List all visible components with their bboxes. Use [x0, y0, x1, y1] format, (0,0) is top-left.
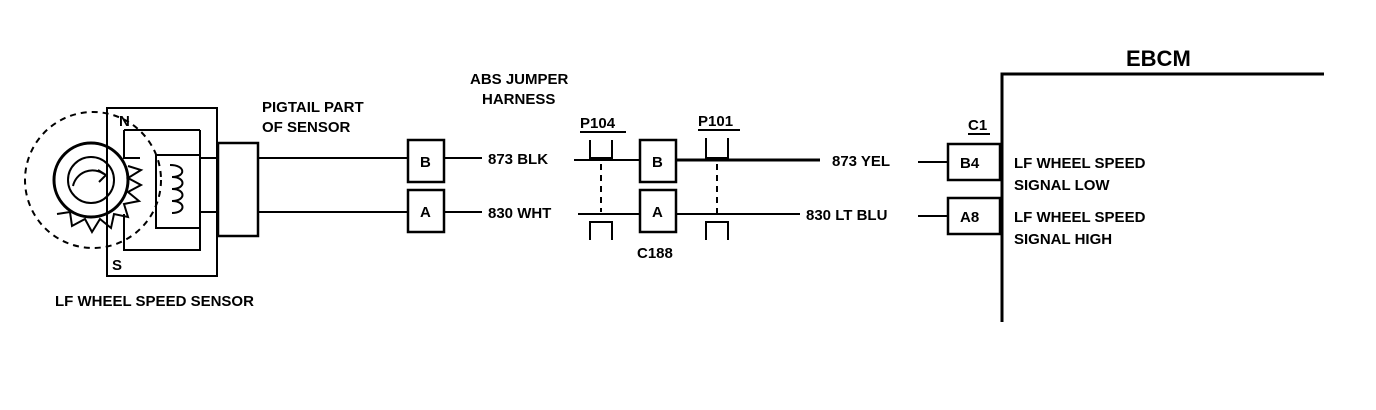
wheel-speed-sensor: N S — [24, 107, 222, 277]
ebcm-connector-label: C1 — [968, 117, 987, 134]
wire-873-blk-label: 873 BLK — [488, 151, 548, 168]
sensor-coil-icon — [169, 164, 184, 214]
sensor-tone-ring — [52, 141, 130, 219]
sensor-n-label: N — [119, 113, 130, 130]
p104-connector: P104 — [580, 115, 626, 240]
ebcm-pin-a8-label: A8 — [960, 209, 979, 226]
ebcm-pin-b4-label: B4 — [960, 155, 980, 172]
wire-830-wht-label: 830 WHT — [488, 205, 551, 222]
ebcm-outline — [1000, 72, 1324, 322]
rotation-arrowhead-icon — [97, 169, 108, 183]
signal-high-line1: LF WHEEL SPEED — [1014, 209, 1146, 226]
pigtail-pin-b-label: B — [420, 154, 431, 171]
ebcm-title: EBCM — [1126, 46, 1191, 71]
pigtail-connector: B A — [406, 138, 446, 234]
p104-terminal-top — [589, 140, 613, 159]
c188-label: C188 — [637, 245, 673, 262]
p101-terminal-bottom — [705, 221, 729, 240]
p104-label: P104 — [580, 115, 616, 132]
sensor-label: LF WHEEL SPEED SENSOR — [55, 293, 254, 310]
ebcm-pin-a8 — [946, 196, 1002, 236]
jumper-label-line2: HARNESS — [482, 91, 555, 108]
p101-connector: P101 — [698, 113, 740, 240]
c188-pin-a-label: A — [652, 204, 663, 221]
c188-connector: B A C188 — [637, 138, 678, 262]
c188-pin-a — [638, 188, 678, 234]
sensor-s-label: S — [112, 257, 122, 274]
ebcm-pin-b4 — [946, 142, 1002, 182]
pigtail-pin-b — [406, 138, 446, 184]
jumper-label-line1: ABS JUMPER — [470, 71, 569, 88]
wire-830-ltblu-label: 830 LT BLU — [806, 207, 887, 224]
pigtail-label-line1: PIGTAIL PART — [262, 99, 364, 116]
signal-low-line2: SIGNAL LOW — [1014, 177, 1110, 194]
p104-terminal-bottom — [589, 221, 613, 240]
p101-terminal-top — [705, 138, 729, 159]
sensor-teeth — [56, 165, 144, 235]
pigtail-strain-relief — [216, 141, 260, 238]
sensor-coil-frame — [155, 154, 201, 229]
sensor-hub — [67, 156, 115, 204]
pigtail-label-line2: OF SENSOR — [262, 119, 351, 136]
c188-pin-b-label: B — [652, 154, 663, 171]
signal-high-line2: SIGNAL HIGH — [1014, 231, 1112, 248]
pole-piece-top — [123, 130, 140, 159]
ebcm-module: EBCM C1 B4 A8 LF WHEEL SPEED SIGNAL LOW … — [946, 46, 1324, 322]
signal-low-line1: LF WHEEL SPEED — [1014, 155, 1146, 172]
p101-label: P101 — [698, 113, 733, 130]
rotation-arrow-icon — [72, 169, 105, 187]
pigtail-pin-a-label: A — [420, 204, 431, 221]
wire-873-yel-label: 873 YEL — [832, 153, 890, 170]
sensor-dashed-housing — [24, 111, 162, 249]
